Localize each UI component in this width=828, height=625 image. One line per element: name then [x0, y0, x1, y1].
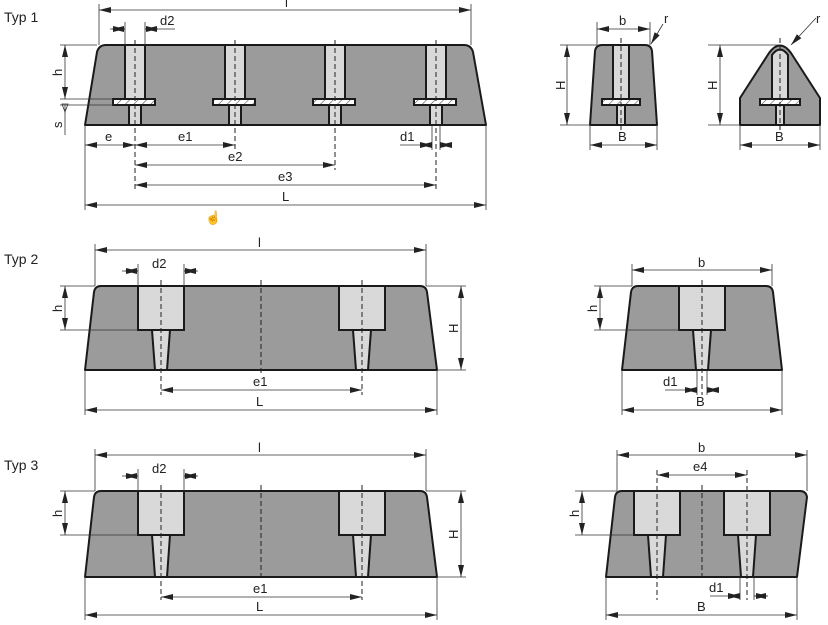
typ2-title: Typ 2: [4, 251, 38, 267]
dim-H: H: [446, 530, 461, 539]
dim-l: l: [258, 440, 261, 455]
dim-b: b: [698, 255, 705, 270]
dim-h: h: [50, 510, 65, 517]
dim-e1: e1: [253, 581, 267, 596]
dim-d2: d2: [160, 13, 174, 28]
typ1-title: Typ 1: [4, 9, 38, 25]
dim-e1: e1: [253, 374, 267, 389]
dim-H: H: [553, 81, 568, 90]
dim-B: B: [775, 129, 784, 144]
typ3-title: Typ 3: [4, 457, 38, 473]
typ3-front-view: l d2 h H e1 L: [50, 440, 466, 620]
dim-B: B: [697, 599, 706, 614]
dim-e4: e4: [693, 459, 707, 474]
hand-cursor-icon: ☝: [205, 209, 221, 226]
dim-d1: d1: [400, 129, 414, 144]
dim-d2: d2: [152, 256, 166, 271]
dim-r: r: [664, 11, 669, 26]
dim-H: H: [705, 81, 720, 90]
dim-L: L: [256, 599, 263, 614]
dim-d1: d1: [709, 580, 723, 595]
dim-b: b: [619, 13, 626, 28]
dim-b: b: [698, 440, 705, 455]
dim-L: L: [256, 394, 263, 409]
typ2-front-view: l d2 h H e1 L: [50, 235, 466, 415]
typ2-section: Typ 2 l d2 h H e1 L b h d1 B: [4, 235, 783, 415]
dim-r: r: [816, 11, 821, 26]
typ1-body: [84, 44, 487, 126]
typ2-side-view: b h d1 B: [585, 255, 783, 415]
dim-e1: e1: [178, 129, 192, 144]
dim-e3: e3: [278, 169, 292, 184]
dim-d1: d1: [663, 374, 677, 389]
dim-e: e: [105, 129, 112, 144]
typ1-section: Typ 1 l d2 h s e e1 e2 e3 d1 L: [4, 0, 821, 226]
dim-h: h: [567, 510, 582, 517]
dim-B: B: [696, 394, 705, 409]
dim-B: B: [618, 129, 627, 144]
typ3-side-view: b e4 h d1 B: [567, 440, 808, 620]
typ3-section: Typ 3 l d2 h H e1 L b e4 h d1 B: [4, 440, 808, 620]
dim-h: h: [50, 305, 65, 312]
dim-s: s: [50, 121, 65, 128]
typ1-side-view-a: b r H B: [553, 11, 669, 150]
dim-l: l: [258, 235, 261, 250]
dim-d2: d2: [152, 461, 166, 476]
dim-h: h: [50, 69, 65, 76]
typ1-front-view: l d2 h s e e1 e2 e3 d1 L: [50, 0, 487, 210]
dim-h: h: [585, 305, 600, 312]
dim-L: L: [282, 189, 289, 204]
dim-l: l: [285, 0, 288, 10]
typ1-side-view-b: r H B: [705, 11, 821, 150]
dim-H: H: [446, 324, 461, 333]
dim-e2: e2: [228, 149, 242, 164]
